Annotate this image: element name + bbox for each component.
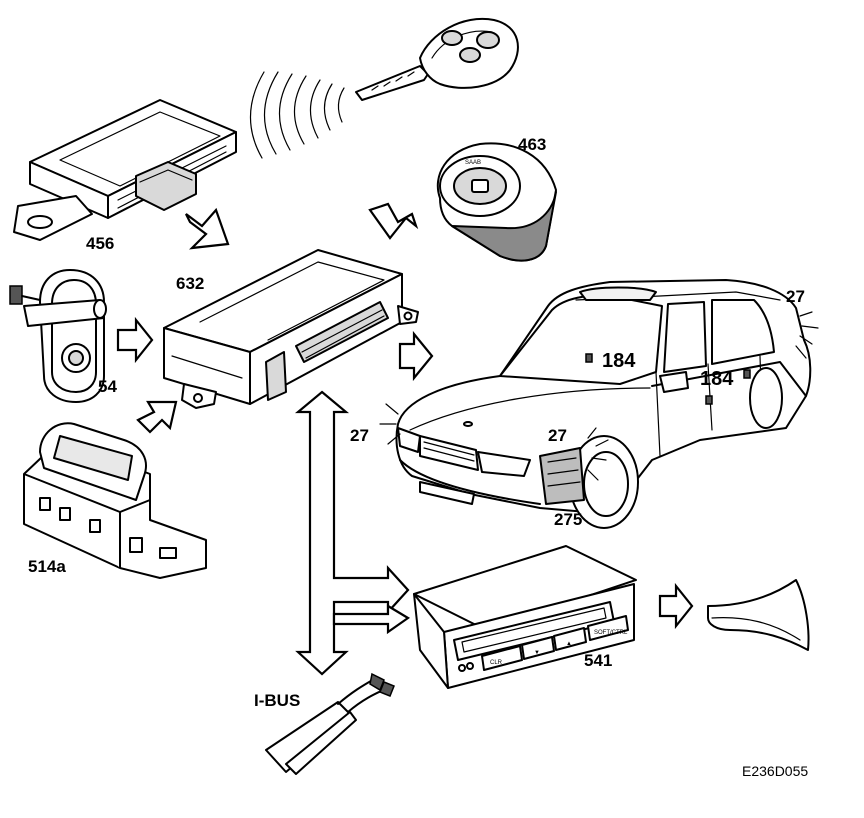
receiver-module-illustration — [13, 99, 237, 241]
flow-arrows — [116, 202, 694, 676]
label-184-rear: 184 — [700, 368, 734, 390]
label-275: 275 — [554, 510, 582, 529]
bus-double-arrow-icon — [294, 390, 410, 676]
ignition-switch-illustration: SAAB — [436, 142, 557, 262]
label-541: 541 — [584, 651, 612, 670]
label-632: 632 — [176, 274, 204, 293]
display-button-clr: CLR — [490, 660, 503, 666]
arrow-icon — [658, 582, 694, 630]
arrow-icon — [398, 330, 434, 382]
label-27-side: 27 — [548, 426, 567, 445]
key-button-icon — [476, 31, 500, 49]
central-module-illustration — [163, 249, 419, 409]
door-switch-illustration — [9, 269, 107, 403]
label-514a: 514a — [28, 557, 66, 576]
arrow-icon — [116, 316, 154, 364]
ignition-brand-text: SAAB — [465, 160, 481, 166]
display-button-ctrl: SOFT/CTRL — [594, 630, 628, 636]
label-27-rear: 27 — [786, 287, 805, 306]
car-illustration — [379, 279, 819, 529]
arrow-icon — [185, 207, 230, 250]
display-button-up: ▲ — [566, 641, 572, 647]
arrow-icon — [136, 400, 178, 434]
bus-cable-illustration — [265, 672, 395, 775]
label-184-front: 184 — [602, 350, 636, 372]
lock-indicator-icon — [705, 395, 713, 405]
key-button-icon — [441, 30, 463, 46]
label-54: 54 — [98, 377, 117, 396]
horn-icon — [707, 579, 810, 651]
key-button-icon — [459, 47, 481, 63]
display-unit-illustration: CLR ▼ ▲ SOFT/CTRL — [413, 545, 637, 689]
label-27-front: 27 — [350, 426, 369, 445]
label-456: 456 — [86, 234, 114, 253]
lock-indicator-icon — [585, 353, 593, 363]
panel-switch-illustration — [23, 422, 207, 579]
arrow-icon — [368, 202, 419, 240]
remote-key-illustration — [249, 17, 519, 159]
label-463: 463 — [518, 135, 546, 154]
arrow-icon — [332, 604, 411, 635]
lock-indicator-icon — [743, 369, 751, 379]
drawing-code: E236D055 — [742, 763, 808, 779]
light-flash-icon — [379, 311, 819, 481]
label-ibus: I-BUS — [254, 691, 300, 710]
radio-waves-icon — [249, 71, 345, 159]
display-button-down: ▼ — [534, 650, 540, 656]
